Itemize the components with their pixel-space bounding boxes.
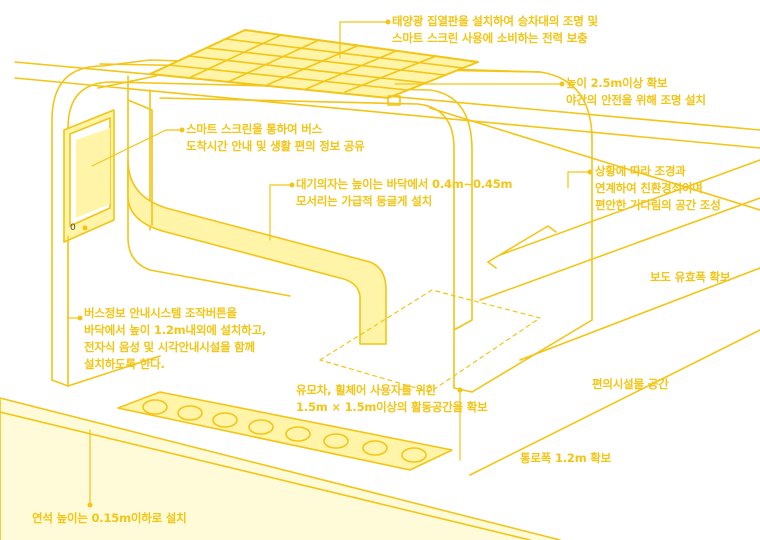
label-landscape: 상황에 따라 조경과 연계하여 친환경적이며 편안한 기다림의 공간 조성 — [595, 163, 721, 214]
label-line: 편의시설물 공간 — [592, 377, 669, 391]
label-line: 보도 유효폭 확보 — [650, 270, 731, 284]
label-sidewalk: 보도 유효폭 확보 — [650, 269, 730, 286]
tactile-blocks — [117, 391, 453, 471]
screen-button-glyph: 0 — [70, 223, 76, 233]
label-convenience-space: 편의시설물 공간 — [592, 376, 669, 393]
label-line: 스마트 스크린 사용에 소비하는 전력 보충 — [392, 31, 588, 45]
label-line: 설치하도록 한다. — [84, 357, 165, 371]
label-line: 통로폭 1.2m 확보 — [520, 451, 612, 465]
label-line: 상황에 따라 조경과 — [595, 164, 686, 178]
label-solar-panel: 태양광 집열판을 설치하여 승차대의 조명 및 스마트 스크린 사용에 소비하는… — [392, 13, 598, 47]
label-bench: 대기의자는 높이는 바닥에서 0.4m~0.45m 모서리는 가급적 둥글게 설… — [296, 176, 513, 210]
bench — [127, 99, 387, 345]
info-screen — [63, 109, 115, 243]
label-line: 높이 2.5m이상 확보 — [566, 76, 668, 90]
label-line: 대기의자는 높이는 바닥에서 0.4m~0.45m — [296, 177, 513, 191]
label-line: 전자식 음성 및 시각안내시설을 함께 — [84, 340, 255, 354]
label-smart-screen: 스마트 스크린을 통하여 버스 도착시간 안내 및 생활 편의 정보 공유 — [186, 121, 365, 155]
label-height: 높이 2.5m이상 확보 야간의 안전을 위해 조명 설치 — [566, 75, 706, 109]
label-line: 연석 높이는 0.15m이하로 설치 — [32, 511, 187, 525]
label-line: 야간의 안전을 위해 조명 설치 — [566, 93, 706, 107]
label-line: 유모차, 휠체어 사용자를 위한 — [296, 383, 437, 397]
label-line: 태양광 집열판을 설치하여 승차대의 조명 및 — [392, 14, 598, 28]
label-line: 1.5m × 1.5m이상의 활동공간을 확보 — [296, 400, 488, 414]
label-line: 바닥에서 높이 1.2m내외에 설치하고, — [84, 323, 267, 337]
label-line: 편안한 기다림의 공간 조성 — [595, 198, 721, 212]
label-line: 도착시간 안내 및 생활 편의 정보 공유 — [186, 139, 365, 153]
label-line: 모서리는 가급적 둥글게 설치 — [296, 194, 432, 208]
curb — [0, 397, 561, 540]
solar-panel — [149, 29, 479, 106]
label-wheelchair-space: 유모차, 휠체어 사용자를 위한 1.5m × 1.5m이상의 활동공간을 확보 — [296, 382, 488, 416]
wheelchair-area — [319, 289, 541, 393]
label-line: 버스정보 안내시스템 조작버튼을 — [84, 306, 237, 320]
label-line: 연계하여 친환경적이며 — [595, 181, 703, 195]
label-control-button: 버스정보 안내시스템 조작버튼을 바닥에서 높이 1.2m내외에 설치하고, 전… — [84, 305, 266, 373]
leader-lines — [67, 21, 591, 506]
label-line: 스마트 스크린을 통하여 버스 — [186, 122, 322, 136]
handrail — [487, 225, 557, 269]
leader-dots — [77, 19, 593, 508]
label-passage-width: 통로폭 1.2m 확보 — [520, 450, 611, 467]
label-curb-height: 연석 높이는 0.15m이하로 설치 — [32, 510, 187, 527]
